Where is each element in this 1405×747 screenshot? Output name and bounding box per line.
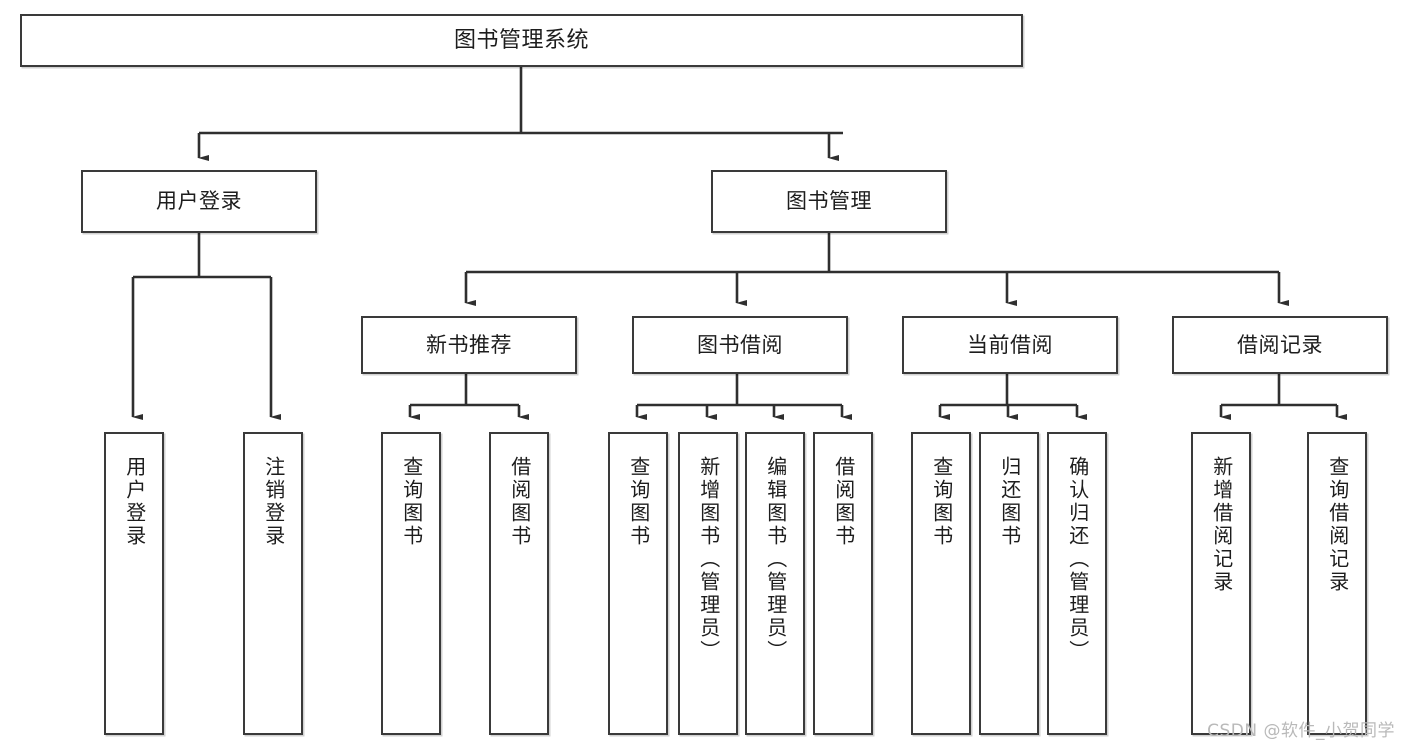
- node-book-management-label: 图书管理: [786, 189, 872, 214]
- node-borrow-records-label: 借阅记录: [1237, 332, 1323, 357]
- node-root-label: 图书管理系统: [453, 27, 589, 53]
- node-book-management[interactable]: 图书管理: [711, 170, 947, 233]
- leaf-user-login-label: 用户登录: [122, 456, 147, 548]
- node-user-login[interactable]: 用户登录: [81, 170, 317, 233]
- leaf-logout[interactable]: 注销登录: [243, 432, 303, 735]
- leaf-query-borrow-record[interactable]: 查询借阅记录: [1307, 432, 1367, 735]
- leaf-confirm-return-admin-label: 确认归还（管理员）: [1065, 456, 1090, 663]
- node-current-borrow[interactable]: 当前借阅: [902, 316, 1118, 374]
- leaf-logout-label: 注销登录: [261, 456, 286, 548]
- leaf-borrow-book-label: 借阅图书: [831, 456, 856, 548]
- leaf-add-book-admin-label: 新增图书（管理员）: [696, 456, 721, 663]
- leaf-query-borrow-record-label: 查询借阅记录: [1325, 456, 1350, 594]
- leaf-borrow-book-newbook-label: 借阅图书: [507, 456, 532, 548]
- node-book-borrow-label: 图书借阅: [697, 332, 783, 357]
- node-current-borrow-label: 当前借阅: [967, 332, 1053, 357]
- node-root[interactable]: 图书管理系统: [20, 14, 1023, 67]
- node-borrow-records[interactable]: 借阅记录: [1172, 316, 1388, 374]
- node-new-book-recommend[interactable]: 新书推荐: [361, 316, 577, 374]
- leaf-confirm-return-admin[interactable]: 确认归还（管理员）: [1047, 432, 1107, 735]
- leaf-add-borrow-record[interactable]: 新增借阅记录: [1191, 432, 1251, 735]
- leaf-query-book-current[interactable]: 查询图书: [911, 432, 971, 735]
- leaf-return-book[interactable]: 归还图书: [979, 432, 1039, 735]
- leaf-user-login[interactable]: 用户登录: [104, 432, 164, 735]
- leaf-query-book-borrow[interactable]: 查询图书: [608, 432, 668, 735]
- leaf-borrow-book-newbook[interactable]: 借阅图书: [489, 432, 549, 735]
- leaf-borrow-book[interactable]: 借阅图书: [813, 432, 873, 735]
- leaf-edit-book-admin[interactable]: 编辑图书（管理员）: [745, 432, 805, 735]
- node-new-book-recommend-label: 新书推荐: [426, 332, 512, 357]
- leaf-query-book-newbook-label: 查询图书: [399, 456, 424, 548]
- leaf-add-borrow-record-label: 新增借阅记录: [1209, 456, 1234, 594]
- leaf-add-book-admin[interactable]: 新增图书（管理员）: [678, 432, 738, 735]
- node-user-login-label: 用户登录: [156, 189, 242, 214]
- leaf-edit-book-admin-label: 编辑图书（管理员）: [763, 456, 788, 663]
- node-book-borrow[interactable]: 图书借阅: [632, 316, 848, 374]
- leaf-query-book-borrow-label: 查询图书: [626, 456, 651, 548]
- leaf-return-book-label: 归还图书: [997, 456, 1022, 548]
- csdn-watermark: CSDN @软件_小贺同学: [1207, 721, 1395, 741]
- leaf-query-book-current-label: 查询图书: [929, 456, 954, 548]
- leaf-query-book-newbook[interactable]: 查询图书: [381, 432, 441, 735]
